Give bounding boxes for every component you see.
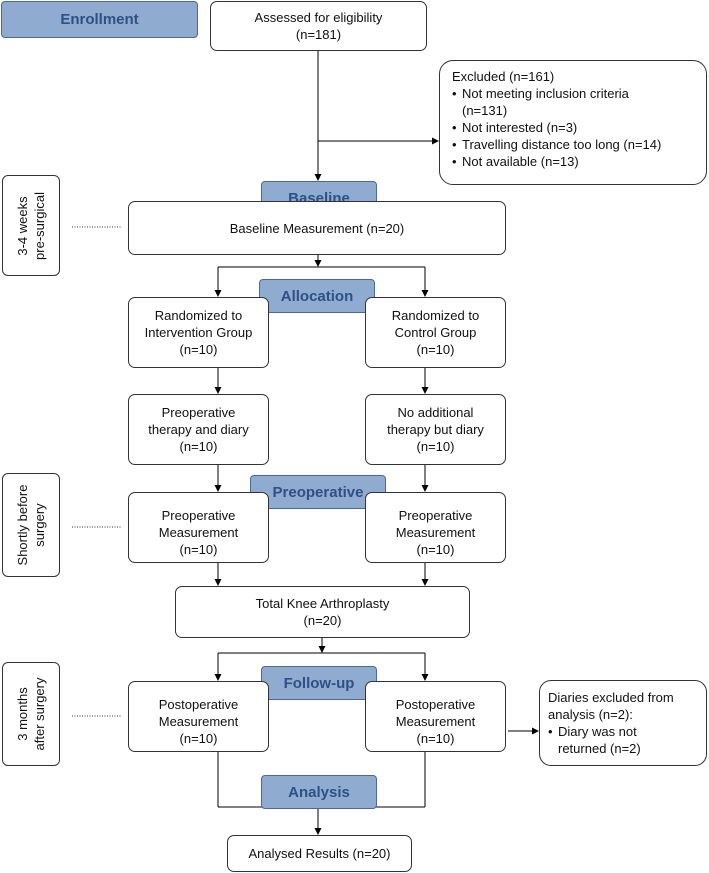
postop-measurement-intervention-box: Postoperative Measurement (n=10) <box>128 681 269 752</box>
box-text: Intervention Group <box>144 325 253 340</box>
randomized-control-box: Randomized to Control Group (n=10) <box>365 297 506 368</box>
box-text: Measurement <box>158 714 239 729</box>
baseline-measurement-box: Baseline Measurement (n=20) <box>128 201 506 255</box>
box-text: Baseline Measurement (n=20) <box>229 220 405 236</box>
preop-therapy-box: Preoperative therapy and diary (n=10) <box>128 394 269 465</box>
excluded-item: Travelling distance too long (n=14) <box>452 136 661 153</box>
box-text: Postoperative <box>395 697 476 712</box>
box-text: Control Group <box>394 325 477 340</box>
box-text: (n=20) <box>303 613 342 628</box>
stage-allocation: Allocation <box>259 279 375 313</box>
excluded-list: Not meeting inclusion criteria (n=131) N… <box>452 85 661 170</box>
postop-measurement-control-box: Postoperative Measurement (n=10) <box>365 681 506 752</box>
box-text: Randomized to <box>391 308 480 323</box>
diaries-excluded-title: Diaries excluded from <box>548 690 674 705</box>
preop-measurement-control-box: Preoperative Measurement (n=10) <box>365 492 506 563</box>
assessed-box: Assessed for eligibility (n=181) <box>210 1 427 51</box>
box-text: Analysed Results (n=20) <box>248 846 391 861</box>
box-text: Measurement <box>395 714 476 729</box>
box-text: Measurement <box>395 525 476 540</box>
box-text: Measurement <box>158 525 239 540</box>
box-text: (n=10) <box>416 439 455 454</box>
side-label-before-surgery: Shortly before surgery <box>2 473 60 577</box>
diaries-excluded-box: Diaries excluded from analysis (n=2): Di… <box>539 680 707 766</box>
side-label-line: 3-4 weeks <box>15 195 30 256</box>
preop-measurement-intervention-box: Preoperative Measurement (n=10) <box>128 492 269 563</box>
side-label-line: pre-surgical <box>32 191 47 260</box>
excluded-item: Not meeting inclusion criteria (n=131) <box>452 85 661 119</box>
box-text: Total Knee Arthroplasty <box>255 596 390 611</box>
tka-box: Total Knee Arthroplasty (n=20) <box>175 586 470 638</box>
analysed-results-box: Analysed Results (n=20) <box>227 835 412 872</box>
box-text: therapy and diary <box>148 422 249 437</box>
box-text: Preoperative <box>398 508 473 523</box>
box-text: (n=10) <box>179 439 218 454</box>
box-text: No additional <box>397 405 474 420</box>
stage-enrollment: Enrollment <box>1 1 198 38</box>
box-text: Preoperative <box>161 405 236 420</box>
box-text: (n=10) <box>179 342 218 357</box>
stage-preoperative: Preoperative <box>250 475 386 509</box>
excluded-item: Not available (n=13) <box>452 153 661 170</box>
box-text: (n=10) <box>416 342 455 357</box>
randomized-intervention-box: Randomized to Intervention Group (n=10) <box>128 297 269 368</box>
box-text: Preoperative <box>161 508 236 523</box>
no-therapy-box: No additional therapy but diary (n=10) <box>365 394 506 465</box>
side-label-pre-surgical: 3-4 weeks pre-surgical <box>2 175 60 276</box>
excluded-item: Not interested (n=3) <box>452 119 661 136</box>
box-text: Assessed for eligibility <box>254 10 383 25</box>
box-text: (n=10) <box>416 542 455 557</box>
box-text: therapy but diary <box>387 422 484 437</box>
side-label-line: 3 months <box>15 687 30 741</box>
side-label-after-surgery: 3 months after surgery <box>2 662 60 766</box>
box-text: (n=10) <box>179 542 218 557</box>
stage-follow-up: Follow-up <box>261 666 377 700</box>
side-label-line: Shortly before <box>15 484 30 566</box>
box-text: (n=10) <box>179 731 218 746</box>
excluded-box: Excluded (n=161) Not meeting inclusion c… <box>439 60 707 185</box>
diaries-excluded-item: Diary was not returned (n=2) <box>548 723 641 757</box>
diaries-excluded-title: analysis (n=2): <box>548 707 633 722</box>
stage-analysis: Analysis <box>261 775 377 809</box>
diaries-excluded-list: Diary was not returned (n=2) <box>548 723 641 757</box>
side-label-line: after surgery <box>32 677 47 751</box>
box-text: (n=181) <box>295 27 342 42</box>
box-text: (n=10) <box>416 731 455 746</box>
box-text: Postoperative <box>158 697 239 712</box>
excluded-title: Excluded (n=161) <box>452 69 555 84</box>
side-label-line: surgery <box>32 503 47 547</box>
box-text: Randomized to <box>154 308 243 323</box>
